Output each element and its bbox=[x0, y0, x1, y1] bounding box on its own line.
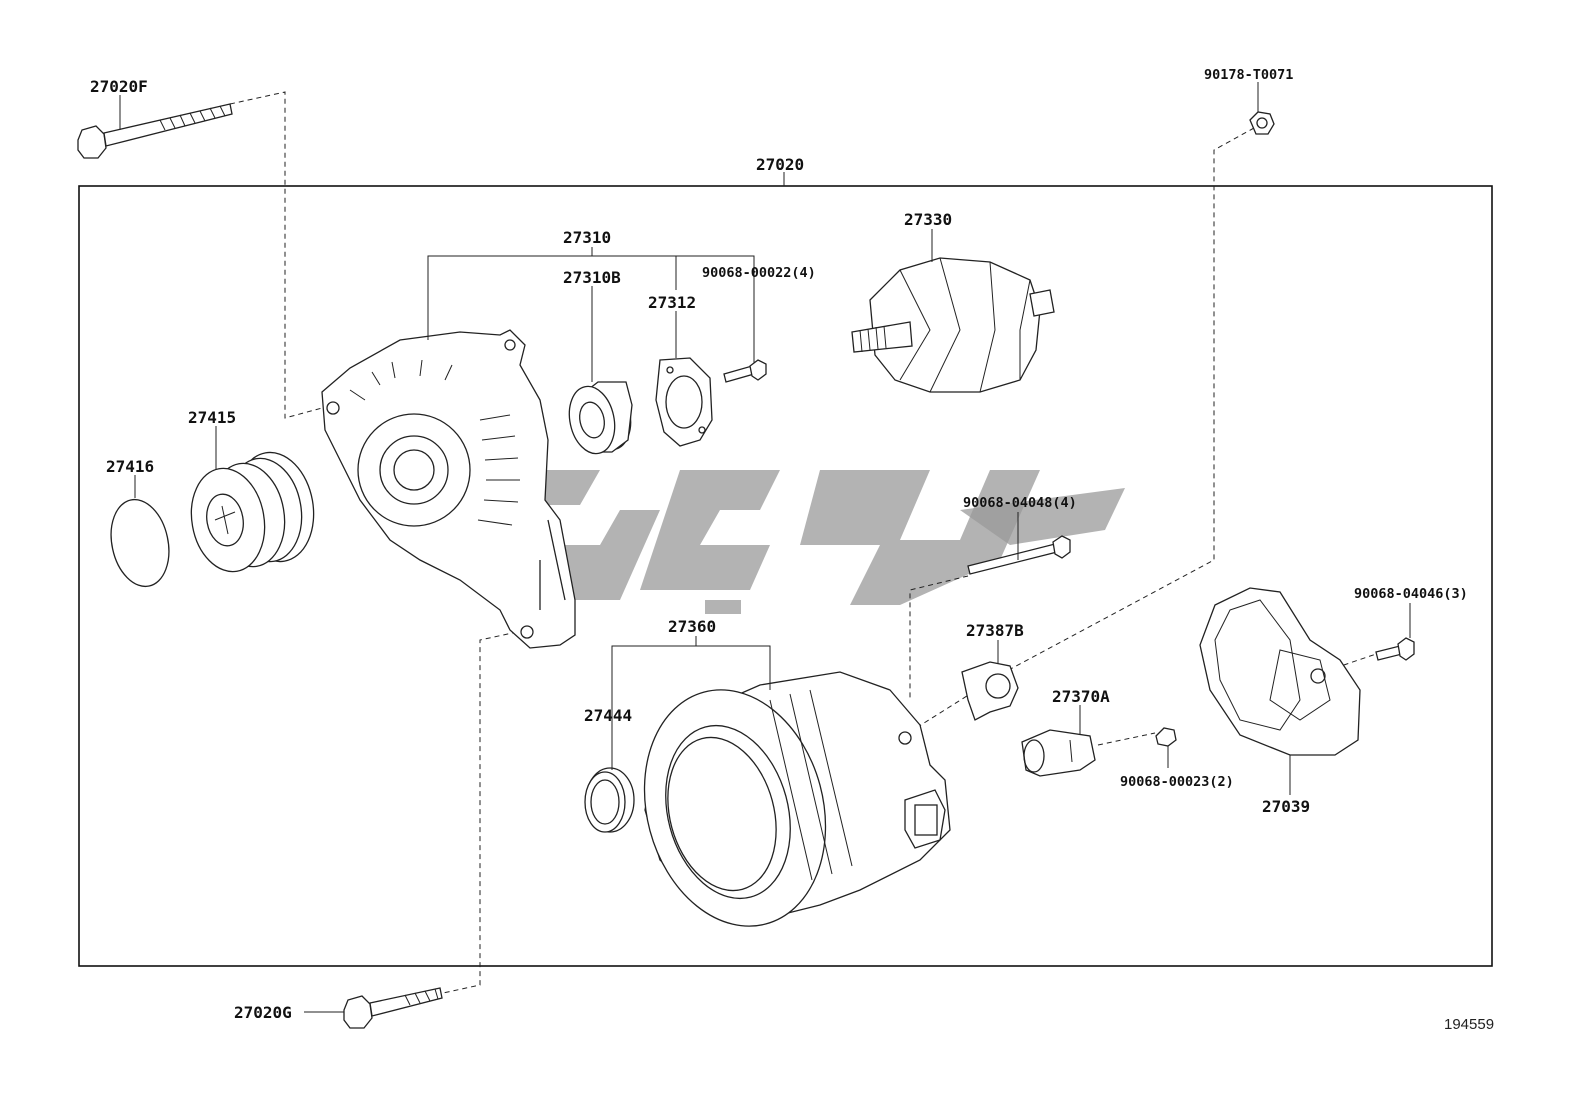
through-bolt-drawing bbox=[967, 535, 1071, 575]
screw-b-drawing bbox=[1155, 727, 1177, 747]
bolt-27020f-drawing bbox=[77, 103, 233, 159]
label-27416: 27416 bbox=[106, 457, 154, 476]
regulator-27370a-drawing bbox=[1021, 729, 1096, 777]
stator-bracket bbox=[611, 645, 771, 762]
label-27020f: 27020F bbox=[90, 77, 148, 96]
label-27020g: 27020G bbox=[234, 1003, 292, 1022]
brush-holder-27387b-drawing bbox=[961, 661, 1019, 721]
label-27039: 27039 bbox=[1262, 797, 1310, 816]
assembly-frame bbox=[78, 185, 1493, 967]
screw-a-drawing bbox=[723, 359, 767, 383]
label-27020: 27020 bbox=[756, 155, 804, 174]
label-27415: 27415 bbox=[188, 408, 236, 427]
label-90068-00022: 90068-00022(4) bbox=[702, 265, 816, 281]
drive-frame-27310-drawing bbox=[321, 329, 576, 649]
bearing-27310b-drawing bbox=[568, 381, 633, 455]
label-27370a: 27370A bbox=[1052, 687, 1110, 706]
pulley-27415-drawing bbox=[190, 451, 315, 573]
label-27312: 27312 bbox=[648, 293, 696, 312]
label-27310: 27310 bbox=[563, 228, 611, 247]
label-90068-04048: 90068-04048(4) bbox=[963, 495, 1077, 511]
label-90068-00023: 90068-00023(2) bbox=[1120, 774, 1234, 790]
label-27444: 27444 bbox=[584, 706, 632, 725]
screw-b-path bbox=[1097, 732, 1156, 746]
figure-number: 194559 bbox=[1444, 1016, 1494, 1033]
bolt-g-path bbox=[442, 631, 518, 994]
rotor-27330-drawing bbox=[851, 257, 1055, 393]
nut-drawing bbox=[1249, 111, 1275, 135]
ring-27444-drawing bbox=[584, 767, 635, 833]
frame-bracket bbox=[427, 255, 755, 370]
stator-frame-27360-drawing bbox=[643, 671, 951, 927]
screw-c-drawing bbox=[1375, 637, 1415, 661]
label-90068-04046: 90068-04046(3) bbox=[1354, 586, 1468, 602]
label-27360: 27360 bbox=[668, 617, 716, 636]
through-bolt-path bbox=[909, 575, 969, 700]
bolt-27020g-drawing bbox=[343, 987, 443, 1029]
cap-27416-drawing bbox=[110, 498, 170, 588]
bolt-f-path bbox=[229, 91, 323, 419]
label-90178-t0071: 90178-T0071 bbox=[1204, 67, 1293, 83]
retainer-27312-drawing bbox=[655, 357, 713, 447]
label-27310b: 27310B bbox=[563, 268, 621, 287]
label-27387b: 27387B bbox=[966, 621, 1024, 640]
rear-cover-27039-drawing bbox=[1199, 587, 1361, 756]
label-27330: 27330 bbox=[904, 210, 952, 229]
